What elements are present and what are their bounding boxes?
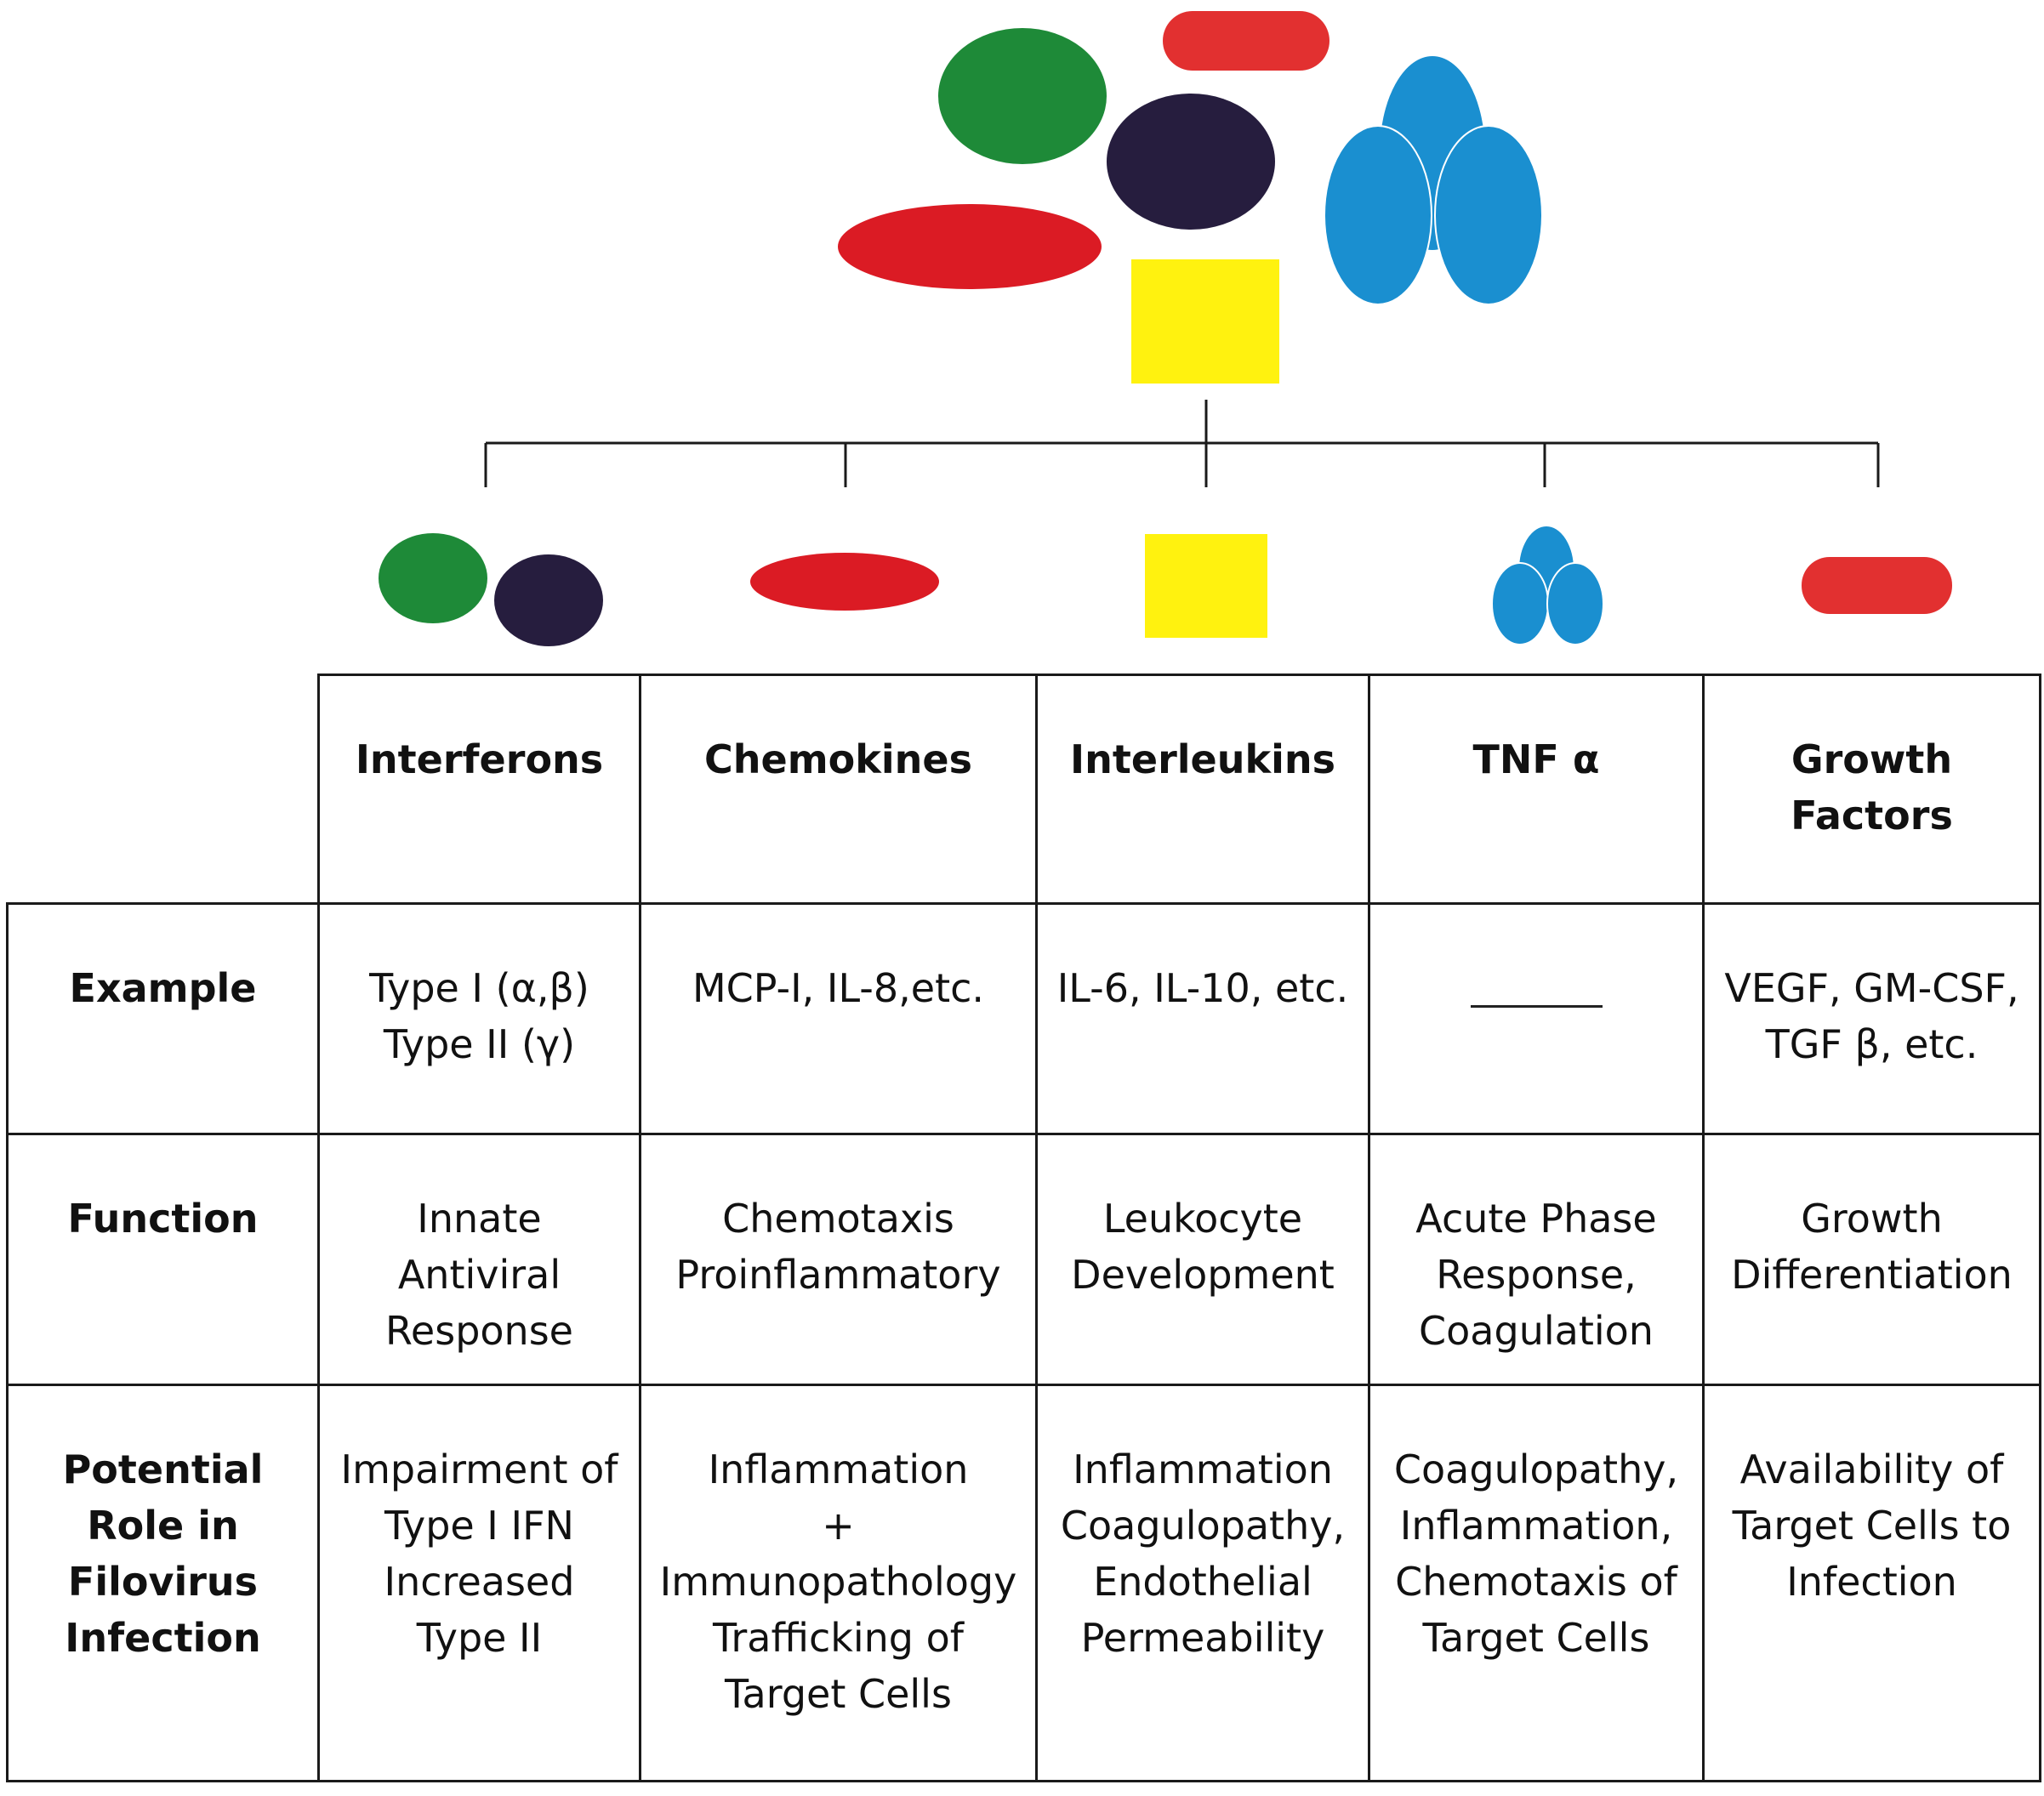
red-ellipse-shape [838, 204, 1102, 289]
table-cell: VEGF, GM-CSF, TGF β, etc. [1705, 905, 2039, 1133]
cell-text: Inflammation Coagulopathy, Endothelial P… [1060, 1446, 1346, 1661]
grid-line [6, 1780, 2041, 1782]
header-label: Interferons [355, 736, 604, 782]
navy-ellipse-shape [1107, 94, 1275, 230]
grid-line [2039, 674, 2041, 1782]
header-label: Chemokines [704, 736, 972, 782]
table-cell: Leukocyte Development [1038, 1135, 1368, 1384]
table-cell: Type I (α,β) Type II (γ) [320, 905, 639, 1133]
cell-text: Coagulopathy, Inflammation, Chemotaxis o… [1393, 1446, 1679, 1661]
cell-text: Chemotaxis Proinflammatory [675, 1196, 1001, 1298]
cell-text: Growth Differentiation [1731, 1196, 2013, 1298]
cell-text: Leukocyte Development [1071, 1196, 1335, 1298]
dash-placeholder [1470, 1004, 1603, 1008]
table-cell: Inflammation Coagulopathy, Endothelial P… [1038, 1386, 1368, 1780]
table-cell: Availability of Target Cells to Infectio… [1705, 1386, 2039, 1780]
cytokine-cluster [838, 11, 1543, 384]
grid-line [1035, 674, 1038, 1782]
row-label-example: Example [9, 905, 317, 1133]
row-label: Example [69, 965, 257, 1011]
cell-text: Acute Phase Response, Coagulation [1415, 1196, 1657, 1354]
table-cell: IL-6, IL-10, etc. [1038, 905, 1368, 1133]
chemokines-icon [750, 553, 939, 611]
yellow-square-shape [1131, 259, 1279, 384]
cell-text: Inflammation + Immunopathology Trafficki… [659, 1446, 1017, 1717]
grid-line [317, 674, 320, 1782]
tnf-alpha-icon [1491, 525, 1604, 645]
row-label-function: Function [9, 1135, 317, 1384]
row-label: Function [67, 1196, 259, 1242]
cell-text: Innate Antiviral Response [385, 1196, 573, 1354]
header-label: TNF α [1472, 736, 1600, 782]
cell-text: Type I (α,β) Type II (γ) [369, 965, 589, 1067]
table-cell: Chemotaxis Proinflammatory [641, 1135, 1035, 1384]
green-ellipse-shape [938, 28, 1107, 164]
grid-line [6, 902, 9, 1782]
table-cell: Coagulopathy, Inflammation, Chemotaxis o… [1370, 1386, 1702, 1780]
grid-line [6, 902, 2041, 905]
interferons-icon [379, 533, 603, 646]
grid-line [639, 674, 641, 1782]
cell-text: VEGF, GM-CSF, TGF β, etc. [1724, 965, 2019, 1067]
blue-trimer-shape [1324, 54, 1543, 305]
grid-line [1702, 674, 1705, 1782]
table-cell: MCP-I, IL-8,etc. [641, 905, 1035, 1133]
header-tnf-alpha: TNF α [1370, 676, 1702, 902]
grid-line [1368, 674, 1370, 1782]
header-label: Interleukins [1070, 736, 1335, 782]
growth-factors-icon [1802, 557, 1952, 614]
header-growth-factors: Growth Factors [1705, 676, 2039, 902]
table-cell: Innate Antiviral Response [320, 1135, 639, 1384]
table-cell: Acute Phase Response, Coagulation [1370, 1135, 1702, 1384]
row-label-potential-role: Potential Role in Filovirus Infection [9, 1386, 317, 1780]
cell-text: MCP-I, IL-8,etc. [692, 965, 985, 1011]
cell-text: IL-6, IL-10, etc. [1056, 965, 1349, 1011]
grid-line [6, 1384, 2041, 1386]
branch-connector [484, 400, 1880, 487]
header-label: Growth Factors [1791, 736, 1953, 838]
header-interferons: Interferons [320, 676, 639, 902]
table-cell: Impairment of Type I IFN Increased Type … [320, 1386, 639, 1780]
header-chemokines: Chemokines [641, 676, 1035, 902]
red-pill-shape [1163, 11, 1329, 71]
header-interleukins: Interleukins [1038, 676, 1368, 902]
grid-line [317, 674, 2041, 676]
cell-text: Impairment of Type I IFN Increased Type … [340, 1446, 618, 1661]
table-cell: Growth Differentiation [1705, 1135, 2039, 1384]
table-cell-empty [1370, 905, 1702, 1133]
interleukins-icon [1145, 534, 1267, 638]
row-label: Potential Role in Filovirus Infection [62, 1446, 264, 1661]
table-cell: Inflammation + Immunopathology Trafficki… [641, 1386, 1035, 1780]
grid-line [6, 1133, 2041, 1135]
cell-text: Availability of Target Cells to Infectio… [1732, 1446, 2012, 1605]
